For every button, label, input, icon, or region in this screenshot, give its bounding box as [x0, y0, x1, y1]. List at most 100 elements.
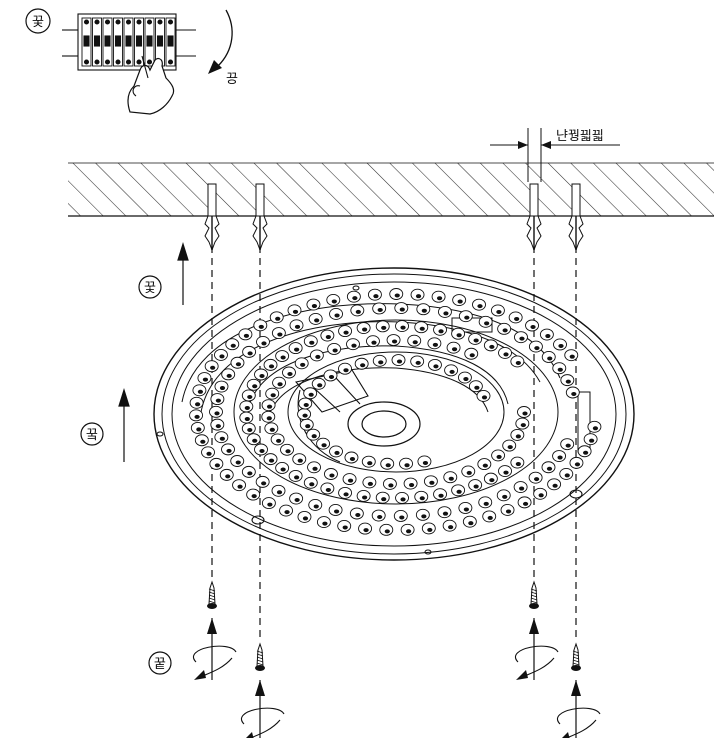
led-chip	[327, 343, 342, 355]
up-arrow-icon	[118, 241, 189, 462]
curved-arrow-icon	[217, 9, 233, 67]
led-chip	[221, 368, 236, 381]
led-chip	[346, 338, 360, 351]
led-chip	[517, 496, 532, 509]
step-label-lift: 꿏	[144, 281, 156, 296]
led-chip	[427, 337, 442, 350]
led-chip	[189, 396, 204, 409]
led-chip	[437, 305, 452, 318]
led-chip	[320, 329, 335, 342]
led-chip	[272, 376, 287, 389]
led-chip	[241, 422, 256, 435]
led-chip	[502, 439, 517, 452]
led-chip	[513, 481, 528, 493]
breaker-module	[81, 17, 92, 67]
led-chip	[483, 339, 498, 352]
led-chip	[510, 456, 525, 469]
led-chip	[299, 418, 314, 431]
rotation-arrow-icon	[241, 680, 285, 738]
ceiling	[68, 162, 714, 217]
led-chip	[338, 362, 352, 375]
led-chip	[289, 319, 304, 332]
led-chip	[587, 420, 602, 433]
led-array	[189, 288, 602, 536]
led-chip	[264, 422, 279, 435]
led-chip	[294, 357, 309, 370]
screw-icon	[571, 642, 581, 671]
breaker-module	[144, 17, 155, 67]
anchor-plug-icon	[526, 183, 542, 252]
led-chip	[417, 455, 432, 468]
screw-icon	[207, 580, 217, 609]
led-chip	[306, 298, 321, 311]
led-chip	[326, 293, 341, 306]
led-chip	[457, 371, 472, 384]
led-chip	[256, 335, 270, 348]
led-chip	[517, 406, 531, 418]
led-chip	[261, 399, 276, 412]
hand-finger	[132, 55, 149, 97]
led-chip	[541, 461, 556, 474]
led-chip	[468, 380, 483, 393]
led-chip	[361, 455, 376, 468]
led-chip	[230, 455, 245, 467]
led-chip	[254, 368, 268, 381]
led-chip	[514, 331, 528, 344]
led-chip	[338, 325, 353, 338]
led-chip	[210, 393, 225, 406]
led-chip	[437, 506, 452, 519]
led-chip	[342, 473, 357, 486]
breaker-panel-icon	[62, 13, 196, 71]
led-chip	[468, 479, 483, 492]
led-chip	[219, 468, 234, 481]
led-chip	[323, 468, 338, 480]
breaker-module	[113, 17, 123, 67]
led-chip	[225, 338, 240, 351]
led-chip	[539, 328, 554, 341]
led-chip	[246, 488, 261, 501]
anchor-plug-icon	[568, 183, 584, 252]
led-chip	[269, 311, 284, 324]
led-chip	[482, 510, 497, 523]
led-chip	[552, 450, 567, 462]
led-chip	[577, 445, 592, 458]
led-chip	[232, 479, 247, 492]
switch-off-label: 끙	[226, 72, 238, 87]
led-chip	[344, 451, 359, 464]
led-chip	[246, 378, 261, 391]
led-chip	[362, 476, 377, 489]
led-chip	[329, 445, 343, 458]
led-chip	[308, 312, 323, 325]
led-chip	[371, 509, 386, 522]
led-chip	[490, 304, 505, 317]
led-chip	[528, 471, 543, 484]
led-chip	[356, 322, 371, 334]
led-chip	[560, 374, 575, 387]
led-chip	[414, 490, 429, 503]
led-chip	[444, 364, 459, 377]
led-chip	[446, 341, 461, 354]
led-chip	[510, 428, 525, 441]
led-chip	[367, 288, 382, 301]
led-chip	[382, 477, 397, 490]
led-chip	[270, 433, 285, 446]
led-chip	[209, 457, 224, 470]
led-chip	[423, 475, 438, 488]
led-chip	[328, 504, 343, 516]
led-chip	[303, 335, 318, 348]
led-chip	[214, 380, 229, 393]
led-chip	[399, 457, 413, 470]
led-chip	[346, 290, 361, 303]
led-chip	[214, 431, 229, 444]
screw-icon	[255, 642, 265, 671]
rotation-arrow-icon	[193, 618, 237, 680]
led-chip	[461, 465, 476, 478]
led-chip	[303, 476, 318, 489]
breaker-module	[123, 17, 134, 67]
led-chip	[366, 335, 380, 348]
led-chip	[288, 342, 303, 355]
led-chip	[583, 433, 598, 446]
led-chip	[547, 478, 562, 491]
led-chip	[498, 465, 512, 478]
led-chip	[394, 302, 409, 314]
